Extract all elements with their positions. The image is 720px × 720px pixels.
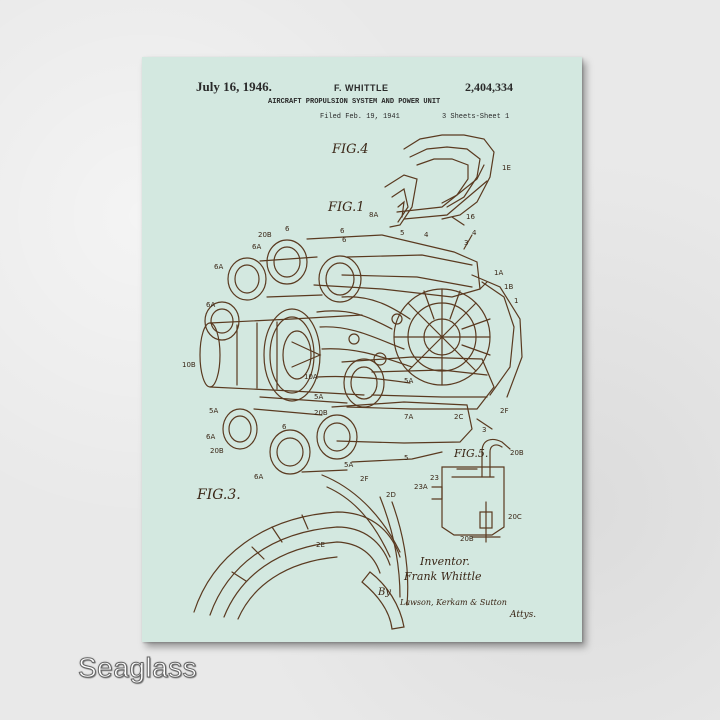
ref-numeral: 8A [369,211,378,219]
patent-date: July 16, 1946. [196,79,272,94]
ref-numeral: 2F [500,407,508,415]
ref-numeral: 6 [342,236,347,244]
ref-numeral: 16 [466,213,475,221]
ref-numeral: 20B [510,449,524,457]
ref-numeral: 1 [514,297,518,305]
by-label: By [377,587,391,598]
ref-numeral: 6 [340,227,345,235]
ref-numeral: 6 [285,225,290,233]
ref-numeral: 1B [504,283,513,291]
ref-numeral: 5A [404,377,413,385]
signature-block: Inventor. Frank Whittle By Lawson, Kerka… [377,555,536,620]
ref-numeral: 2E [316,541,325,549]
ref-numeral: 5 [404,454,408,462]
ref-numeral: 10A [304,373,318,381]
ref-numeral: 10B [182,361,196,369]
fig1-engine-drawing [199,234,523,475]
ref-numeral: 5A [344,461,353,469]
ref-numeral: 6A [206,301,215,309]
fig4-blade-drawing [384,134,495,228]
ref-numeral: 23A [414,483,428,491]
reference-numerals: 1E 8A 16 6 20B 6 6A 5 4 3 6A 1A 1B 6A 1 … [182,164,524,549]
ref-numeral: 6A [206,433,215,441]
ref-numeral: 2D [386,491,396,499]
fig1-label: FIG.1 [327,200,364,215]
ref-numeral: 7A [404,413,413,421]
fig5-label: FIG.5. [453,447,488,460]
ref-numeral: 20B [460,535,474,543]
ref-numeral: 6A [252,243,261,251]
ref-numeral: 1E [502,164,511,172]
ref-numeral: 5A [209,407,218,415]
ref-numeral: 6A [214,263,223,271]
attys-label: Attys. [509,610,536,620]
patent-title: AIRCRAFT PROPULSION SYSTEM AND POWER UNI… [268,98,441,106]
ref-numeral: 20B [210,447,224,455]
ref-numeral: 4 [472,229,477,237]
ref-numeral: 5 [400,229,404,237]
patent-sheet-count: 3 Sheets-Sheet 1 [442,113,510,121]
fig3-label: FIG.3. [196,487,241,503]
fig3-blade-drawing [193,474,409,630]
fig5-valve-drawing [431,438,511,543]
ref-numeral: 3 [482,426,486,434]
ref-numeral: 1A [494,269,503,277]
inventor-name: Frank Whittle [403,570,482,583]
patent-inventor-header: F. WHITTLE [334,83,389,93]
inventor-heading: Inventor. [419,555,470,568]
patent-drawing: FIG.4 FIG.1 FIG.3. FIG.5. 1E 8A 16 6 20B… [182,134,536,630]
ref-numeral: 2F [360,475,368,483]
ref-numeral: 2C [454,413,463,421]
ref-numeral: 6 [282,423,287,431]
ref-numeral: 4 [424,231,429,239]
patent-filed-date: Filed Feb. 19, 1941 [320,113,400,121]
colorway-label: Seaglass [77,652,198,684]
ref-numeral: 20B [314,409,328,417]
ref-numeral: 6A [254,473,263,481]
ref-numeral: 3 [464,239,468,247]
patent-number: 2,404,334 [465,80,513,94]
fig4-label: FIG.4 [331,142,368,157]
ref-numeral: 20C [508,513,522,521]
ref-numeral: 5A [314,393,323,401]
ref-numeral: 23 [430,474,439,482]
attorneys-signature: Lawson, Kerkam & Sutton [399,598,507,607]
ref-numeral: 20B [258,231,272,239]
patent-print: July 16, 1946. F. WHITTLE 2,404,334 AIRC… [142,57,582,642]
